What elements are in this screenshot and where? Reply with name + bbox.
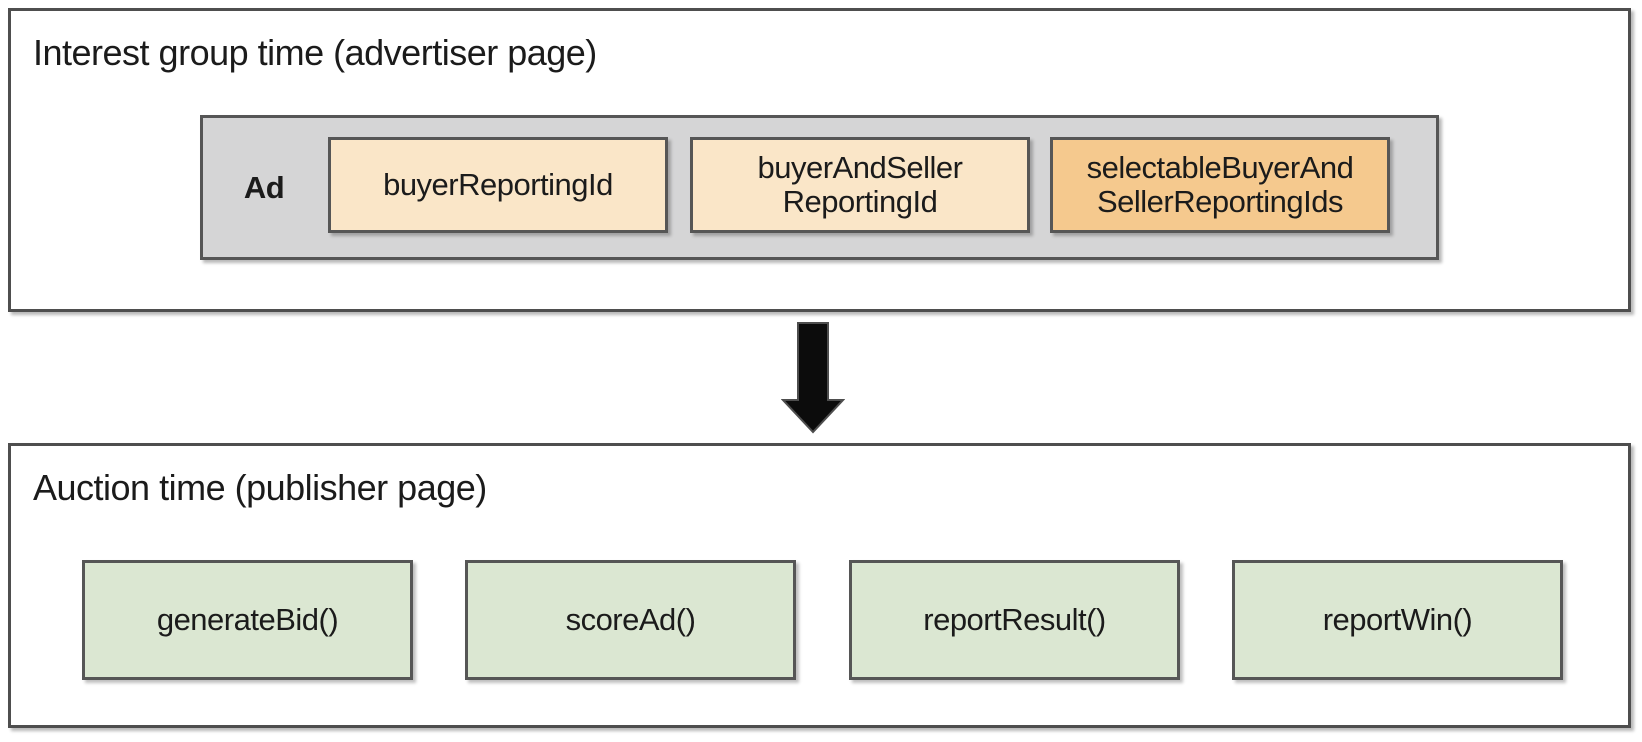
report-result-label: reportResult() — [923, 602, 1106, 637]
selectable-buyer-and-seller-reporting-ids-label: selectableBuyerAnd SellerReportingIds — [1086, 149, 1354, 219]
generate-bid-box: generateBid() — [82, 560, 413, 680]
interest-group-title: Interest group time (advertiser page) — [33, 32, 597, 73]
ad-container: Ad buyerReportingId buyerAndSeller Repor… — [200, 115, 1439, 260]
buyer-reporting-id-label: buyerReportingId — [383, 166, 613, 202]
score-ad-label: scoreAd() — [565, 602, 696, 637]
interest-group-panel: Interest group time (advertiser page) Ad… — [8, 8, 1631, 312]
auction-title: Auction time (publisher page) — [33, 467, 487, 508]
report-win-box: reportWin() — [1232, 560, 1563, 680]
down-arrow-icon — [781, 322, 845, 434]
selectable-buyer-and-seller-reporting-ids-box: selectableBuyerAnd SellerReportingIds — [1050, 137, 1390, 233]
buyer-and-seller-reporting-id-box: buyerAndSeller ReportingId — [690, 137, 1030, 233]
auction-panel: Auction time (publisher page) generateBi… — [8, 443, 1631, 728]
generate-bid-label: generateBid() — [156, 602, 339, 637]
report-win-label: reportWin() — [1322, 602, 1473, 637]
buyer-and-seller-reporting-id-label: buyerAndSeller ReportingId — [757, 149, 963, 219]
ad-label: Ad — [243, 169, 285, 205]
score-ad-box: scoreAd() — [465, 560, 796, 680]
buyer-reporting-id-box: buyerReportingId — [328, 137, 668, 233]
report-result-box: reportResult() — [849, 560, 1180, 680]
